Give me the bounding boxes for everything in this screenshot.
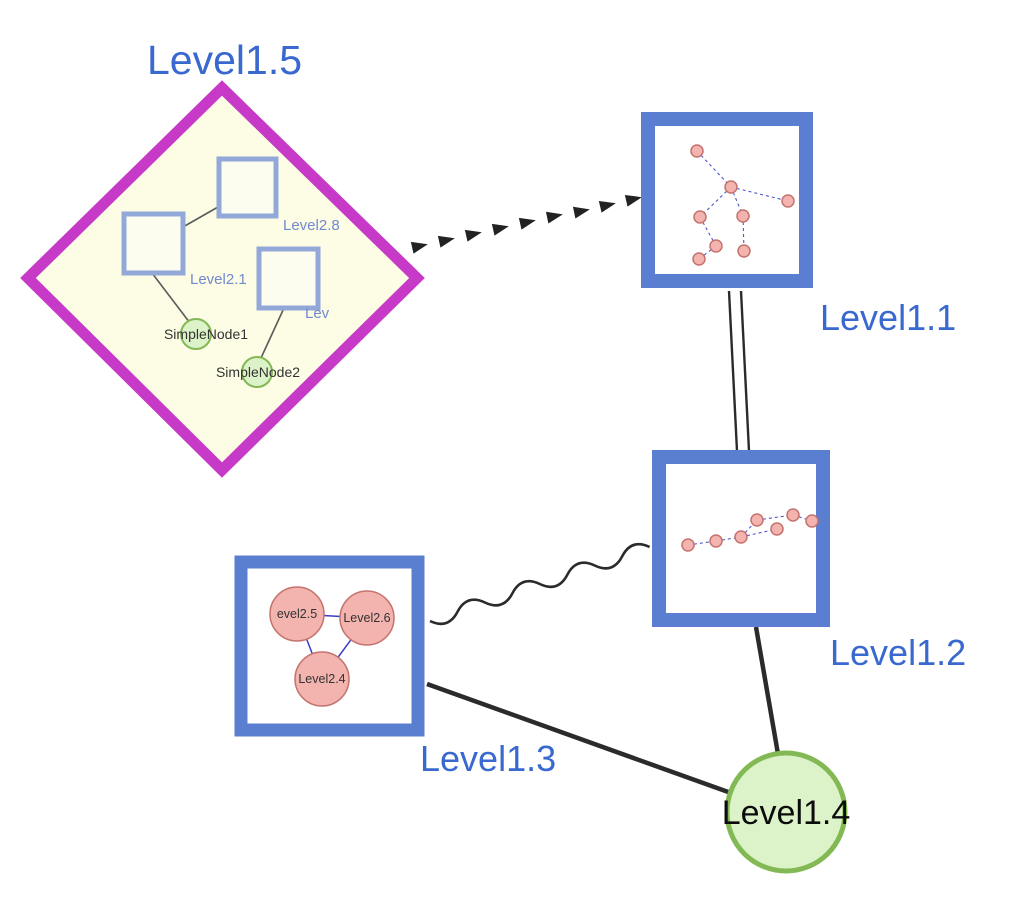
edge-level1-3-to-level1-4[interactable] [426,681,732,796]
child-edge[interactable] [182,206,219,228]
subgraph-node[interactable] [734,530,748,544]
subgraph-node[interactable] [786,508,800,522]
label-level1-5: Level1.5 [147,37,302,83]
level1-4-circle-shape[interactable] [724,750,848,874]
node-level1-5: Level2.8 Level2.1 Lev SimpleNode1 Simple… [20,80,425,478]
node-level2-6[interactable] [339,590,395,646]
subgraph-node[interactable] [709,534,723,548]
level1-2-subgraph [681,508,819,552]
subgraph-node[interactable] [690,144,704,158]
level1-1-subgraph [690,144,795,266]
subgraph-edge[interactable] [715,536,742,542]
subgraph-node[interactable] [781,194,795,208]
node-level1-3: evel2.5 Level2.6 Level2.4 [234,555,425,737]
node-simplenode1[interactable] [180,318,212,350]
label-level2-8: Level2.8 [283,217,340,234]
level1-3-subgraph: evel2.5 Level2.6 Level2.4 [269,586,395,707]
edge-level1-1-to-level1-2-double[interactable] [727,290,751,452]
label-level1-4: Level1.4 [722,794,851,832]
label-level2-5: evel2.5 [277,607,317,621]
edge-level1-3-to-level1-2-wavy[interactable] [429,542,651,626]
subgraph-node[interactable] [681,538,695,552]
subgraph-edge[interactable] [696,150,732,188]
subgraph-node[interactable] [750,513,764,527]
subgraph-edge[interactable] [730,186,789,202]
label-level1-3: Level1.3 [420,738,556,779]
label-level2-clipped: Lev [305,305,330,322]
label-level1-2: Level1.2 [830,632,966,673]
level1-5-diamond-shape[interactable] [20,80,425,478]
node-level1-4: Level1.4 [722,750,851,874]
label-simplenode2: SimpleNode2 [216,364,300,380]
node-level2-1[interactable] [121,211,186,276]
label-level1-1: Level1.1 [820,297,956,338]
edge-level1-2-to-level1-4[interactable] [753,626,781,755]
node-level2-4[interactable] [294,651,350,707]
level1-1-group-shape[interactable] [641,112,813,288]
subgraph-node[interactable] [709,239,723,253]
label-simplenode1: SimpleNode1 [164,326,248,342]
subgraph-node[interactable] [737,244,751,258]
node-level1-2 [652,450,830,627]
subgraph-node[interactable] [805,514,819,528]
node-simplenode2[interactable] [241,356,273,388]
subgraph-edge[interactable] [699,186,732,218]
edge-level1-5-to-level1-1-dashed-arrow[interactable] [410,194,642,254]
subgraph-node[interactable] [692,252,706,266]
node-level2-clipped[interactable] [256,246,321,311]
label-level2-4: Level2.4 [298,672,345,686]
label-level2-6: Level2.6 [343,611,390,625]
label-level2-1: Level2.1 [190,271,247,288]
subgraph-edge[interactable] [687,540,717,546]
child-edge[interactable] [151,272,191,324]
node-level2-5[interactable] [269,586,325,642]
subgraph-node[interactable] [770,522,784,536]
subgraph-node[interactable] [724,180,738,194]
subgraph-node[interactable] [693,210,707,224]
node-level2-8[interactable] [216,156,279,219]
child-edge[interactable] [260,307,285,359]
node-level1-1 [641,112,813,288]
subgraph-node[interactable] [736,209,750,223]
